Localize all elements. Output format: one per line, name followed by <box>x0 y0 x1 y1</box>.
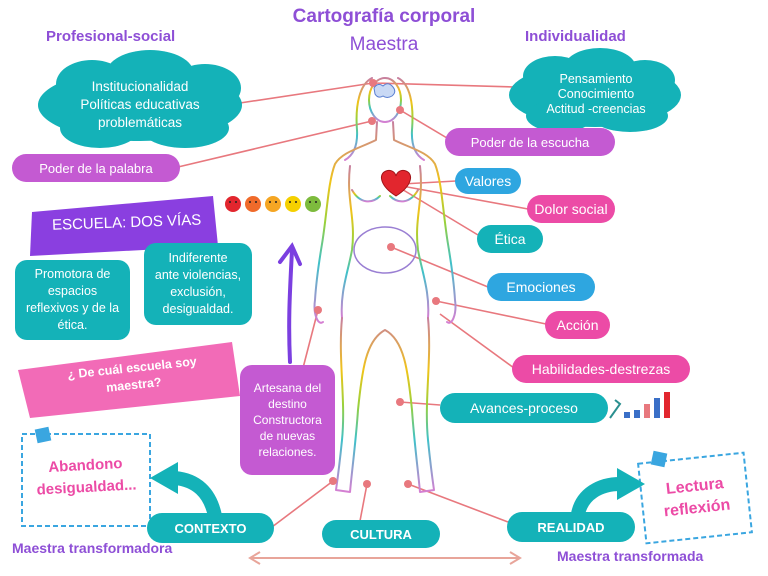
label-dolor-social: Dolor social <box>527 195 615 223</box>
cloud-left-text: Institucionalidad Políticas educativas p… <box>55 78 225 132</box>
connector-dots <box>314 79 440 488</box>
header-right: Individualidad <box>525 28 626 45</box>
box-promotora-line: reflexivos y de la <box>25 301 120 315</box>
body-figure <box>313 77 457 493</box>
artesana-line: Constructora <box>253 413 322 427</box>
cloud-left <box>38 50 242 148</box>
belly-circle <box>353 226 417 274</box>
box-indiferente-line: desigualdad. <box>162 302 234 316</box>
label-realidad: REALIDAD <box>507 512 635 542</box>
box-indiferente: Indiferente ante violencias, exclusión, … <box>146 250 250 318</box>
cloud-right-text: Pensamiento Conocimiento Actitud -creenc… <box>523 72 669 117</box>
label-contexto: CONTEXTO <box>147 513 274 543</box>
label-accion: Acción <box>545 311 610 339</box>
escuela-banner-shape <box>30 196 218 256</box>
label-poder-escucha: Poder de la escucha <box>445 128 615 156</box>
box-artesana: Artesana del destino Constructora de nue… <box>242 380 333 460</box>
label-emociones: Emociones <box>487 273 595 301</box>
box-indiferente-line: Indiferente <box>168 251 228 265</box>
artesana-line: de nuevas <box>259 429 316 443</box>
box-promotora-line: espacios <box>47 284 98 298</box>
bar-chart-icon <box>609 392 670 419</box>
page-subtitle: Maestra <box>349 34 419 55</box>
cloud-right-line: Pensamiento <box>559 72 633 86</box>
box-artesana-shape <box>240 365 335 475</box>
cloud-right-line: Conocimiento <box>557 87 635 101</box>
footer-left: Maestra transformadora <box>12 540 173 556</box>
page-title: Cartografía corporal <box>292 6 476 27</box>
box-promotora-line: ética. <box>57 318 88 332</box>
brain-icon <box>373 83 396 98</box>
cloud-right <box>509 48 681 132</box>
header-left: Profesional-social <box>46 28 176 45</box>
up-arrow-icon <box>278 242 302 364</box>
double-arrow-icon <box>248 551 522 565</box>
cloud-left-line: Institucionalidad <box>91 79 189 94</box>
question-banner-shape <box>18 342 240 418</box>
cloud-right-line: Actitud -creencias <box>546 102 646 116</box>
box-indiferente-line: exclusión, <box>170 285 226 299</box>
label-valores: Valores <box>455 168 521 194</box>
artesana-line: Artesana del <box>253 381 322 395</box>
footer-right: Maestra transformada <box>557 548 704 564</box>
curved-arrow-right-icon <box>571 468 645 521</box>
artesana-line: destino <box>268 397 307 411</box>
heart-icon <box>380 169 412 197</box>
cloud-left-line: problemáticas <box>97 115 183 130</box>
curved-arrow-left-icon <box>150 462 222 523</box>
label-etica: Ética <box>477 225 543 253</box>
note-left-shape <box>21 426 151 527</box>
box-promotora-line: Promotora de <box>34 267 111 281</box>
note-right-shape <box>637 450 753 545</box>
label-poder-palabra: Poder de la palabra <box>12 154 180 182</box>
connector-lines <box>177 82 547 528</box>
cloud-left-line: Políticas educativas <box>80 97 200 112</box>
note-left: Abandono desigualdad... <box>23 452 149 502</box>
label-cultura: CULTURA <box>322 520 440 548</box>
box-indiferente-line: ante violencias, <box>154 268 242 282</box>
box-promotora: Promotora de espacios reflexivos y de la… <box>16 266 129 334</box>
box-promotora-shape <box>15 260 130 340</box>
label-habilidades: Habilidades-destrezas <box>512 355 690 383</box>
emoji-scale-icon <box>225 196 321 212</box>
artesana-line: relaciones. <box>258 445 317 459</box>
label-avances: Avances-proceso <box>440 393 608 423</box>
box-indiferente-shape <box>144 243 252 325</box>
